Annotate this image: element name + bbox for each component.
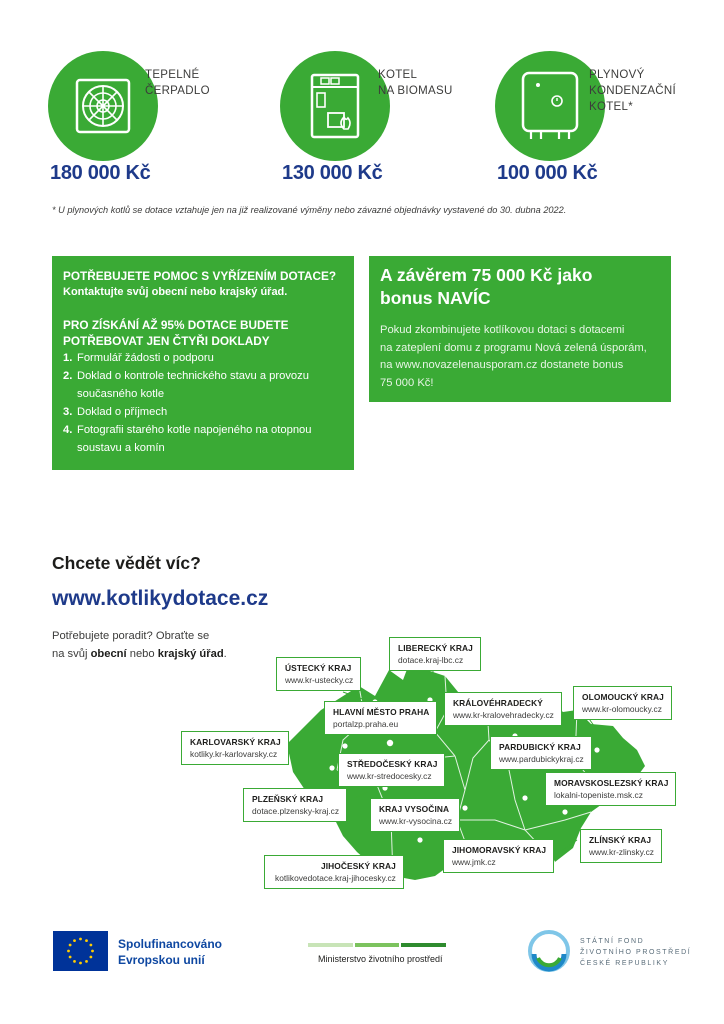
advice-text: Potřebujete poradit? Obraťte se na svůj … [52,630,227,660]
sfzp-logo-icon [528,930,570,972]
help-heading: POTŘEBUJETE POMOC S VYŘÍZENÍM DOTACE? [63,269,337,283]
eu-star-icon [79,937,82,941]
eu-flag-logo [53,931,108,971]
bonus-title-1: A závěrem 75 000 Kč jako [380,265,593,285]
help-subheading: Kontaktujte svůj obecní nebo krajský úřa… [63,286,288,298]
eu-star-icon [79,961,82,965]
bonus-box: A závěrem 75 000 Kč jako bonus NAVÍC Pok… [369,256,671,402]
list-item: 3.Doklad o příjmech [63,406,168,418]
eu-star-icon [85,959,88,963]
help-box: POTŘEBUJETE POMOC S VYŘÍZENÍM DOTACE? Ko… [52,256,354,470]
gas-boiler-icon [495,51,605,161]
list-item: 1.Formulář žádosti o podporu [63,352,214,364]
eu-star-icon [85,939,88,943]
eu-star-icon [89,943,93,947]
footnote: * U plynových kotlů se dotace vztahuje j… [52,205,567,215]
ministry-name: Ministerstvo životního prostředí [318,954,443,964]
docs-heading-1: PRO ZÍSKÁNÍ AŽ 95% DOTACE BUDETE [63,318,289,332]
list-item: 4.Fotografii starého kotle napojeného na… [63,424,312,454]
biomass-boiler-price: 130 000 Kč [282,162,383,184]
gas-boiler-price: 100 000 Kč [497,162,598,184]
eu-star-icon [89,955,93,959]
eu-star-icon [73,939,76,943]
ministry-logo-bars [308,943,447,947]
bonus-body: Pokud zkombinujete kotlíkovou dotaci s d… [380,324,647,389]
eu-star-icon [68,943,72,947]
website-link[interactable]: www.kotlikydotace.cz [52,587,269,610]
eu-star-icon [91,949,94,953]
biomass-boiler-icon [280,51,390,161]
list-item: 2.Doklad o kontrole technického stavu a … [63,370,309,400]
eu-star-icon [68,955,72,959]
heat-pump-price: 180 000 Kč [50,162,151,184]
docs-list: 1.Formulář žádosti o podporu 2.Doklad o … [63,349,353,457]
docs-heading-2: POTŘEBOVAT JEN ČTYŘI DOKLADY [63,334,270,348]
eu-star-icon [67,949,70,953]
more-info-heading: Chcete vědět víc? [52,553,201,573]
heat-pump-icon [48,51,158,161]
eu-star-icon [73,959,76,963]
bonus-title-2: bonus NAVÍC [380,288,491,308]
